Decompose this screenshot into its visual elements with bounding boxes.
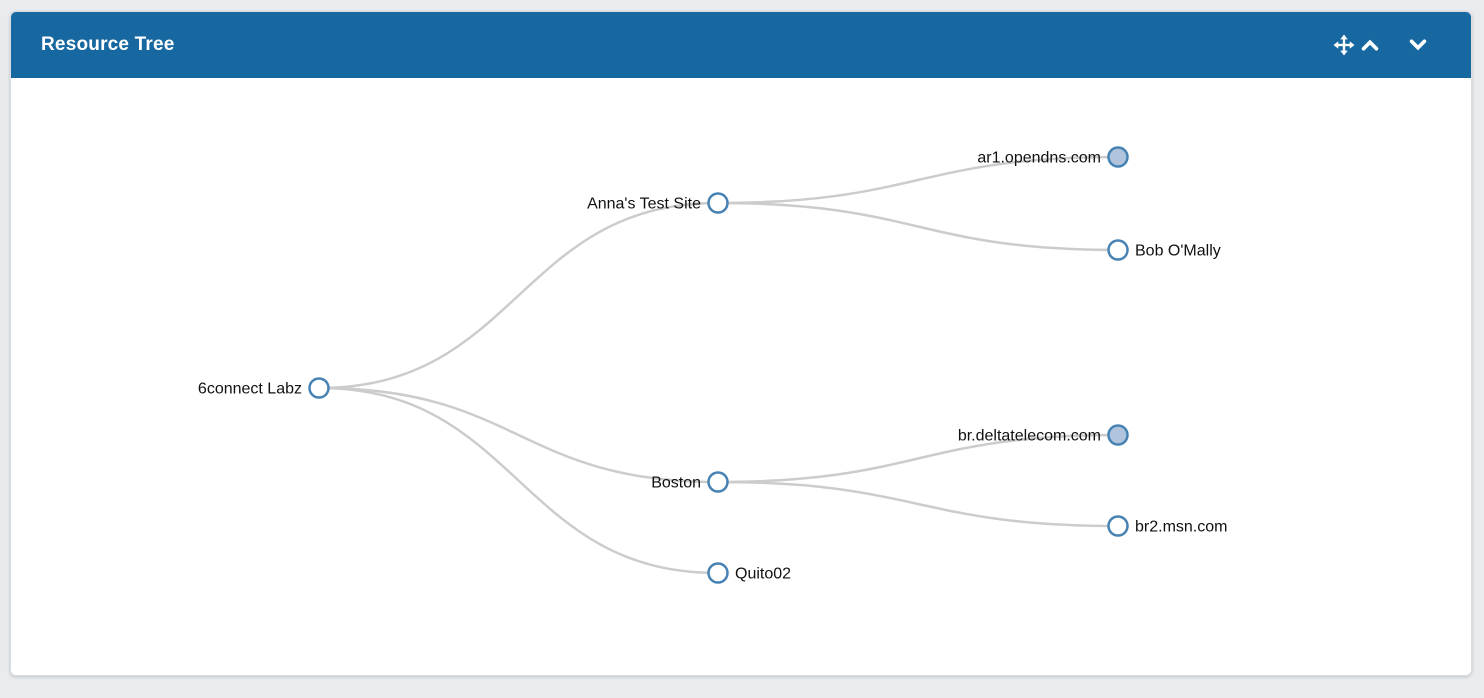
tree-node-label-quito: Quito02 xyxy=(735,566,791,583)
tree-node-label-br2: br2.msn.com xyxy=(1135,519,1227,536)
tree-node-label-bob: Bob O'Mally xyxy=(1135,243,1221,260)
tree-node-circle-ar1[interactable] xyxy=(1107,146,1129,168)
tree-node-circle-quito[interactable] xyxy=(707,562,729,584)
move-icon-glyph xyxy=(1333,34,1355,56)
tree-node-circle-brdelta[interactable] xyxy=(1107,424,1129,446)
tree-link xyxy=(716,480,1120,528)
resource-tree-panel: Resource Tree xyxy=(10,11,1472,676)
tree-node-label-ar1: ar1.opendns.com xyxy=(977,150,1101,167)
chevron-up-icon[interactable] xyxy=(1357,32,1383,58)
panel-title: Resource Tree xyxy=(41,34,175,55)
chevron-up-glyph xyxy=(1361,39,1379,51)
tree-link xyxy=(317,386,720,575)
chevron-down-icon[interactable] xyxy=(1405,32,1431,58)
tree-link xyxy=(716,155,1120,205)
tree-node-label-boston: Boston xyxy=(651,475,701,492)
panel-body: 6connect Labz Anna's Test Site ar1.opendns… xyxy=(11,78,1471,675)
resource-tree-canvas[interactable]: 6connect Labz Anna's Test Site ar1.opendns… xyxy=(11,78,1471,675)
tree-node-label-root: 6connect Labz xyxy=(198,381,302,398)
tree-link xyxy=(317,201,720,390)
tree-node-label-anna: Anna's Test Site xyxy=(587,196,701,213)
tree-node-circle-boston[interactable] xyxy=(707,471,729,493)
panel-header: Resource Tree xyxy=(11,12,1471,78)
tree-link xyxy=(716,201,1120,252)
tree-node-circle-root[interactable] xyxy=(308,377,330,399)
header-controls xyxy=(1331,32,1431,58)
tree-node-circle-bob[interactable] xyxy=(1107,239,1129,261)
tree-link xyxy=(716,433,1120,484)
tree-node-circle-br2[interactable] xyxy=(1107,515,1129,537)
tree-link xyxy=(317,386,720,484)
chevron-down-glyph xyxy=(1409,39,1427,51)
move-icon[interactable] xyxy=(1331,32,1357,58)
tree-node-circle-anna[interactable] xyxy=(707,192,729,214)
tree-node-label-brdelta: br.deltatelecom.com xyxy=(958,428,1101,445)
